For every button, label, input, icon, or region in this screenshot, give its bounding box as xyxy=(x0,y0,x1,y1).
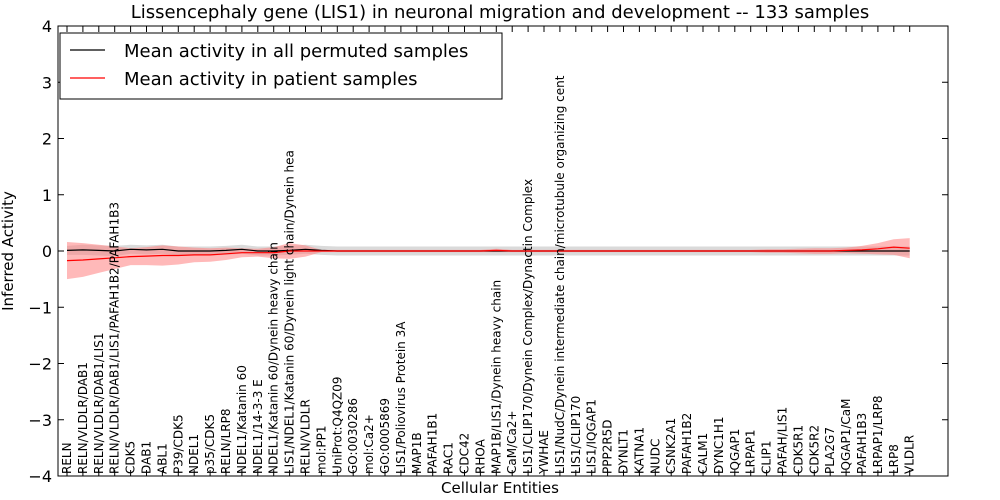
x-tick-label: GO:0030286 xyxy=(346,398,360,474)
x-tick-label: RELN xyxy=(60,442,74,474)
x-tick-label: RELN/LRP8 xyxy=(219,408,233,474)
x-tick-label: NDEL1/Katanin 60/Dynein heavy chain xyxy=(267,242,281,474)
x-tick-label: KATNA1 xyxy=(632,427,646,474)
x-tick-label: VLDLR xyxy=(903,435,917,474)
x-tick-label: IQGAP1 xyxy=(728,429,742,474)
x-tick-label: CDK5 xyxy=(124,441,138,474)
x-tick-label: CALM1 xyxy=(696,433,710,474)
x-tick-label: PLA2G7 xyxy=(823,427,837,474)
x-tick-label: LRPAP1 xyxy=(744,429,758,474)
x-tick-label: CLIP1 xyxy=(760,441,774,474)
y-tick-label: −3 xyxy=(28,411,52,430)
x-tick-label: p35/CDK5 xyxy=(203,414,217,474)
x-tick-label: PAFAH1B1 xyxy=(426,413,440,474)
x-tick-label: CDK5R2 xyxy=(807,425,821,474)
y-tick-label: 3 xyxy=(42,73,52,92)
x-tick-label: CDK5R1 xyxy=(791,425,805,474)
plot-content xyxy=(66,238,910,280)
y-tick-label: −2 xyxy=(28,355,52,374)
x-tick-label: MAP1B/LIS1/Dynein heavy chain xyxy=(489,280,503,474)
x-tick-label: RAC1 xyxy=(442,442,456,474)
x-tick-label: mol:Ca2+ xyxy=(362,414,376,474)
x-tick-label: GO:0005869 xyxy=(378,398,392,474)
y-tick-label: 0 xyxy=(42,242,52,261)
legend-label-permuted: Mean activity in all permuted samples xyxy=(124,41,468,62)
x-tick-label: mol:PP1 xyxy=(314,425,328,474)
y-tick-label: −4 xyxy=(28,467,52,486)
x-tick-label: LIS1/CLIP170 xyxy=(569,396,583,474)
x-tick-label: LIS1/NDEL1/Katanin 60/Dynein light chain… xyxy=(283,150,297,474)
x-tick-label: NDEL1 xyxy=(187,434,201,474)
x-tick-label: DYNC1H1 xyxy=(712,416,726,474)
x-tick-label: YWHAE xyxy=(537,430,551,475)
x-tick-label: DYNLT1 xyxy=(617,429,631,474)
x-tick-label: RELN/VLDLR xyxy=(299,399,313,474)
x-tick-label: P39/CDK5 xyxy=(171,414,185,474)
x-tick-label: NDEL1/14-3-3 E xyxy=(251,379,265,474)
x-tick-label: PAFAH/LIS1 xyxy=(776,407,790,474)
chart-title: Lissencephaly gene (LIS1) in neuronal mi… xyxy=(131,2,870,23)
x-tick-label: NUDC xyxy=(648,439,662,474)
y-tick-label: 1 xyxy=(42,186,52,205)
legend-box xyxy=(59,32,503,100)
x-tick-label: RELN/VLDLR/DAB1/LIS1 xyxy=(92,333,106,474)
x-tick-label: PAFAH1B3 xyxy=(855,413,869,474)
y-axis-ticks: −4 −3 −2 −1 0 1 2 3 4 xyxy=(28,17,948,486)
y-axis-label: Inferred Activity xyxy=(0,191,17,311)
x-tick-label: LIS1/IQGAP1 xyxy=(585,399,599,474)
x-axis-label: Cellular Entities xyxy=(441,479,559,497)
x-tick-label: MAP1B xyxy=(410,432,424,474)
x-tick-label: LIS1/NudC/Dynein intermediate chain/micr… xyxy=(553,75,567,474)
x-tick-label: LRPAP1/LRP8 xyxy=(871,395,885,474)
x-tick-label: LIS1/Poliovirus Protein 3A xyxy=(394,321,408,474)
x-tick-label: LRP8 xyxy=(887,444,901,474)
x-tick-label: CDC42 xyxy=(458,433,472,474)
y-tick-label: −1 xyxy=(28,298,52,317)
x-tick-label: RELN/VLDLR/DAB1/LIS1/PAFAH1B2/PAFAH1B3 xyxy=(108,202,122,474)
x-tick-label: CaM/Ca2+ xyxy=(505,410,519,474)
x-tick-label: PAFAH1B2 xyxy=(680,413,694,474)
x-tick-label: LIS1/CLIP170/Dynein Complex/Dynactin Com… xyxy=(521,179,535,474)
x-tick-label: RELN/VLDLR/DAB1 xyxy=(76,362,90,474)
y-tick-label: 2 xyxy=(42,130,52,149)
x-tick-label: NDEL1/Katanin 60 xyxy=(235,365,249,474)
legend-label-patient: Mean activity in patient samples xyxy=(124,69,418,90)
x-tick-label: UniProt:Q4QZ09 xyxy=(330,376,344,474)
y-tick-label: 4 xyxy=(42,17,52,36)
x-tick-label: ABL1 xyxy=(155,443,169,474)
legend: Mean activity in all permuted samples Me… xyxy=(59,32,503,100)
series-1-line xyxy=(66,246,910,262)
x-tick-label: PPP2R5D xyxy=(601,419,615,474)
x-tick-label: CSNK2A1 xyxy=(664,418,678,474)
x-tick-label: RHOA xyxy=(473,438,487,474)
x-tick-label: DAB1 xyxy=(140,441,154,474)
x-tick-label: IQGAP1/CaM xyxy=(839,399,853,475)
series-1-band xyxy=(67,238,910,280)
